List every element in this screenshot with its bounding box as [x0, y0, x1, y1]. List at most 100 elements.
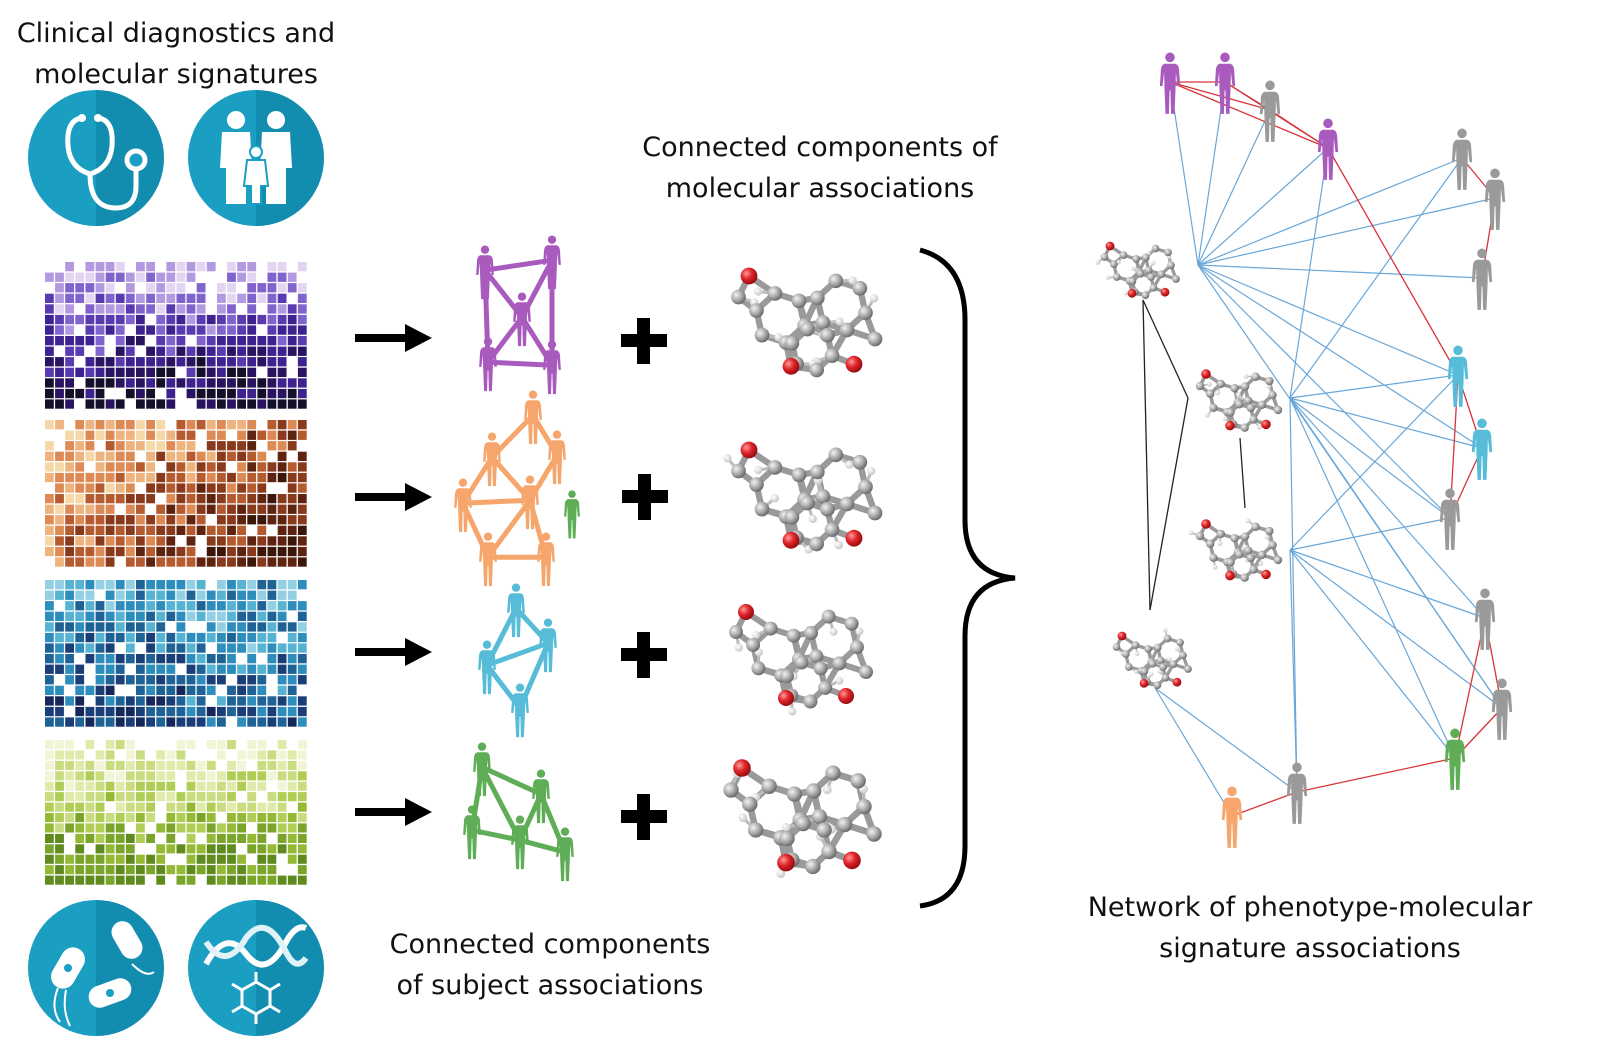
arrow-row-4 — [355, 798, 432, 826]
heatmap-cell — [95, 336, 105, 346]
heatmap-cell — [45, 696, 54, 706]
heatmap-cell — [257, 515, 267, 525]
heatmap-cell — [217, 813, 226, 823]
heatmap-cell — [186, 802, 196, 812]
heatmap-cell — [176, 802, 186, 812]
heatmap-cell — [267, 557, 277, 567]
heatmap-cell — [267, 378, 277, 388]
heatmap-cell — [297, 504, 307, 514]
heatmap-cell — [297, 336, 307, 346]
heatmap-cell — [257, 462, 267, 472]
heatmap-cell — [55, 557, 64, 567]
carbon-atom — [749, 477, 764, 492]
carbon-atom — [1141, 291, 1150, 300]
heatmap-cell — [156, 632, 166, 643]
heatmap-cell — [95, 451, 105, 461]
molecule-subject-edge — [1289, 374, 1459, 551]
heatmap-cell — [65, 272, 74, 282]
heatmap-cell — [75, 388, 85, 399]
heatmap-cell — [95, 494, 105, 504]
heatmap-cell — [196, 304, 206, 314]
heatmap-cell — [237, 590, 246, 600]
heatmap-cell — [136, 875, 145, 885]
heatmap-cell — [55, 590, 64, 600]
molecule-subject-edge — [1289, 397, 1486, 619]
heatmap-cell — [125, 346, 135, 356]
heatmap-cell — [247, 367, 257, 377]
network-person — [1159, 52, 1181, 114]
heatmap-cell — [115, 854, 125, 864]
heatmap-cell — [95, 483, 105, 493]
heatmap-cell — [125, 546, 135, 557]
oxygen-atom — [1261, 419, 1271, 430]
heatmap-cell — [257, 483, 267, 493]
heatmap-cell — [166, 580, 176, 590]
molecule-subject-edge — [1197, 264, 1451, 519]
heatmap-cell — [115, 451, 125, 461]
heatmap-cell — [65, 813, 74, 823]
heatmap-cell — [237, 611, 246, 621]
heatmap-cell — [85, 494, 95, 504]
heatmap-cell — [166, 696, 176, 706]
heatmap-cell — [227, 325, 236, 335]
heatmap-cell — [247, 325, 257, 335]
heatmap-cell — [136, 833, 145, 843]
heatmap-cell — [105, 750, 115, 760]
heatmap-cell — [237, 654, 246, 664]
heatmap-cell — [267, 525, 277, 535]
carbon-atom — [761, 778, 777, 794]
heatmap-cell — [217, 622, 226, 632]
heatmap-cell — [55, 262, 64, 272]
heatmap-cell — [156, 546, 166, 557]
heatmap-cell — [55, 536, 64, 546]
heatmap-cell — [125, 706, 135, 717]
molecule-molecule-edge — [1142, 299, 1151, 611]
heatmap-cell — [237, 325, 246, 335]
carbon-atom — [731, 289, 746, 305]
heatmap-cell — [247, 399, 257, 409]
heatmap-cell — [166, 760, 176, 770]
heatmap-cell — [257, 865, 267, 875]
heatmap-cell — [267, 441, 277, 451]
heatmap-cell — [85, 865, 95, 875]
heatmap-cell — [75, 346, 85, 356]
heatmap-cell — [267, 336, 277, 346]
carbon-atom — [1147, 273, 1155, 281]
heatmap-cell — [277, 420, 287, 430]
hydrogen-atom — [738, 813, 748, 823]
carbon-atom — [866, 826, 882, 842]
heatmap-cell — [105, 601, 115, 611]
carbon-atom — [779, 669, 794, 684]
heatmap-cell — [136, 472, 145, 483]
heatmap-cell — [105, 833, 115, 843]
heatmap-cell — [65, 399, 74, 409]
heatmap-cell — [105, 771, 115, 781]
heatmap-cell — [115, 388, 125, 399]
heatmap-cell — [136, 494, 145, 504]
heatmap-cell — [217, 357, 226, 367]
heatmap-cell — [95, 643, 105, 653]
heatmap-cell — [267, 632, 277, 643]
carbon-atom — [1161, 673, 1170, 682]
heatmap-cell — [146, 664, 155, 674]
heatmap-cell — [257, 685, 267, 695]
heatmap-cell — [267, 399, 277, 409]
heatmap-cell — [146, 420, 155, 430]
molecule-3 — [729, 604, 873, 716]
heatmap-cell — [237, 823, 246, 833]
heatmap-cell — [227, 472, 236, 483]
heatmap-cell — [227, 696, 236, 706]
hydrogen-atom — [723, 454, 732, 463]
heatmap-cell — [85, 760, 95, 770]
heatmap-cell — [247, 792, 257, 802]
carbon-atom — [804, 625, 819, 640]
heatmap-cell — [297, 781, 307, 791]
heatmap-cell — [237, 546, 246, 557]
heatmap-cell — [125, 750, 135, 760]
heatmap-cell — [85, 525, 95, 535]
heatmap-cell — [297, 557, 307, 567]
heatmap-cell — [65, 378, 74, 388]
heatmap-cell — [287, 706, 297, 717]
heatmap-cell — [115, 367, 125, 377]
heatmap-cell — [217, 643, 226, 653]
